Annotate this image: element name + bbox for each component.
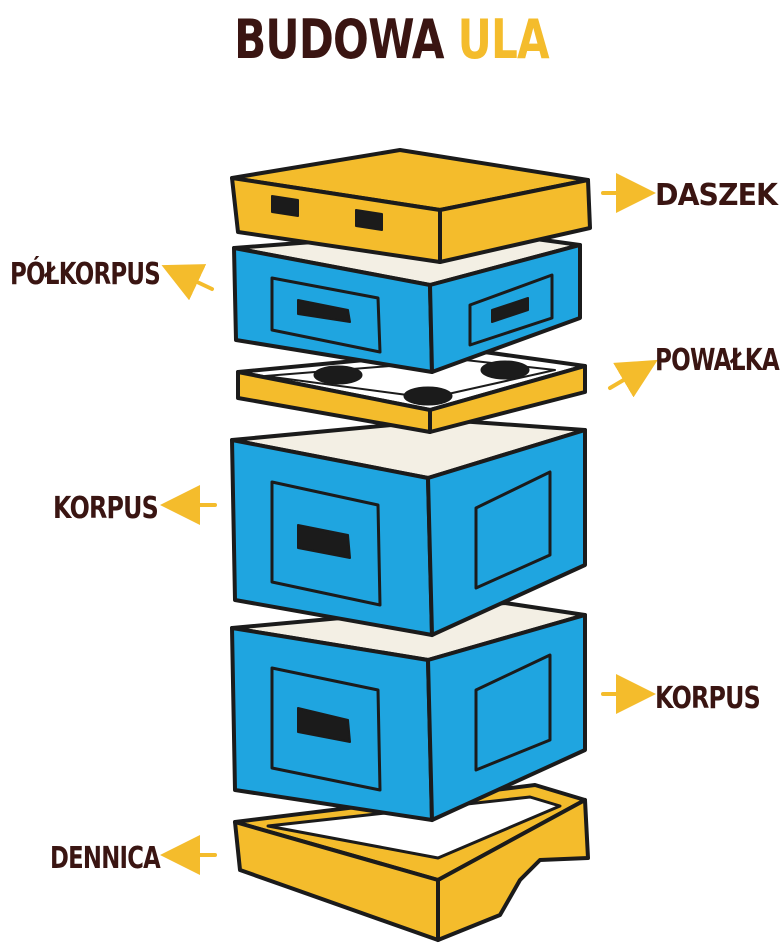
- title-word-ula: ULA: [457, 8, 550, 71]
- label-korpus-left: KORPUS: [53, 491, 158, 526]
- daszek-part: [230, 148, 592, 264]
- label-daszek: DASZEK: [655, 178, 780, 213]
- dennica-part: [233, 783, 590, 942]
- label-korpus-right: KORPUS: [655, 681, 760, 716]
- label-polkorpus: PÓŁKORPUS: [10, 255, 160, 292]
- label-powalka: POWAŁKA: [655, 343, 780, 378]
- arrow-polkorpus: [161, 264, 214, 301]
- diagram-title: BUDOWA ULA: [86, 8, 697, 71]
- title-word-budowa: BUDOWA: [234, 8, 444, 71]
- label-dennica: DENNICA: [50, 841, 161, 876]
- arrow-powalka: [608, 359, 658, 398]
- arrows: [160, 173, 658, 875]
- korpus-middle-part: [230, 418, 587, 637]
